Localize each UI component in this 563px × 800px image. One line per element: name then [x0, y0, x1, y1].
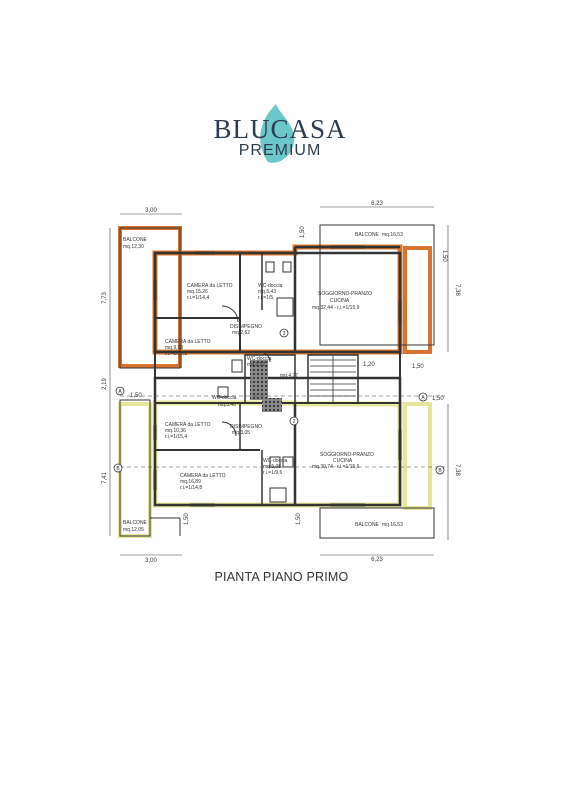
dim-150-bottom-left: 1,50: [184, 513, 190, 525]
living-1-sub: CUCINA: [330, 298, 350, 304]
hall-2-name: DISIMPEGNO: [230, 424, 262, 430]
hall-2-area: mq.3,05: [232, 430, 250, 436]
balcony-tl-area: mq.12,30: [123, 244, 144, 250]
dimension-labels: 3,00 6,23 3,00 6,23 7,73 2,19 7,41 7,38 …: [102, 201, 460, 564]
wc-1-name: WC-doccia: [258, 283, 283, 289]
logo-brand-text: BLUCASA: [213, 114, 347, 144]
wc-1-area: mq.5,43: [258, 289, 276, 295]
bedroom-3-area: mq.10,36: [165, 428, 186, 434]
dim-150-top-right: 1,50: [441, 250, 447, 262]
bedroom-3-name: CAMERA da LETTO: [165, 422, 211, 428]
wc-4-area: mq.5,08: [263, 464, 281, 470]
walls: [119, 224, 435, 539]
living-2-area: mq.30,74 - r.i.=1/15,6: [312, 464, 360, 470]
living-2-sub: CUCINA: [333, 458, 353, 464]
wc-1-ratio: r.i.=1/5,: [258, 295, 275, 301]
marker-a-left: A: [118, 389, 122, 395]
hall-1-name: DISIMPEGNO: [230, 324, 262, 330]
wc-4-name: WC-doccia: [263, 458, 288, 464]
balcony-tl-name: BALCONE: [123, 237, 148, 243]
room-labels: BALCONE mq.12,30 BALCONE mq.16,53 CAMERA…: [123, 232, 403, 533]
living-1-name: SOGGIORNO-PRANZO: [318, 291, 372, 297]
dim-bottom-right: 6,23: [371, 557, 383, 563]
dimension-lines: [109, 206, 449, 556]
marker-a-right: A: [421, 395, 425, 401]
dim-150-top-left: 1,50: [300, 226, 306, 238]
logo-leaf-icon: [260, 104, 295, 163]
bedroom-1-name: CAMERA da LETTO: [187, 283, 233, 289]
brand-logo: BLUCASA PREMIUM: [190, 100, 370, 170]
bedroom-4-area: mq.16,89: [180, 479, 201, 485]
dim-left-upper: 7,73: [102, 292, 108, 304]
staircase: [310, 356, 356, 402]
bedroom-2-area: mq.9,93: [165, 345, 183, 351]
bedroom-3-ratio: r.i.=1/15,4: [165, 434, 187, 440]
balcony-tr-area: mq.16,53: [382, 232, 403, 238]
wc-2-name: WC-doccia: [247, 356, 272, 362]
dim-top-right: 6,23: [371, 201, 383, 207]
wc-3-name: WC-doccia: [212, 395, 237, 401]
wc-2-area: mq.3,52: [247, 362, 265, 368]
dim-right-lower: 7,38: [454, 464, 460, 476]
stair-area: mq.4,27: [280, 373, 298, 379]
fixtures: [217, 261, 294, 503]
logo-sub-text: PREMIUM: [238, 142, 322, 159]
dim-150-right: 1,50: [412, 364, 424, 370]
bedroom-1-area: mq.15,26: [187, 289, 208, 295]
marker-b-left: B: [116, 466, 120, 472]
living-2-name: SOGGIORNO-PRANZO: [320, 452, 374, 458]
hall-1-area: mq.2,62: [232, 330, 250, 336]
marker-b-right: B: [438, 468, 442, 474]
wc-3-area: mq.3,40: [218, 402, 236, 408]
dim-left-mid: 2,19: [102, 378, 108, 390]
balcony-br-name: BALCONE: [355, 522, 380, 528]
plan-title: PIANTA PIANO PRIMO: [214, 570, 349, 584]
dim-top-left: 3,00: [145, 208, 157, 214]
dim-150-mid-right: 1,50: [432, 396, 444, 402]
service-shafts: [250, 360, 282, 412]
balcony-bl-area: mq.12,05: [123, 527, 144, 533]
dim-120: 1,20: [363, 362, 375, 368]
bedroom-2-ratio: r.i.=1/15,2: [165, 351, 187, 357]
marker-3: 3: [283, 331, 286, 337]
living-1-area: mq.32,44 - r.i.=1/15,9: [312, 305, 360, 311]
section-markers: [113, 328, 445, 475]
dim-150-bottom-right: 1,50: [296, 513, 302, 525]
balcony-br-area: mq.16,53: [382, 522, 403, 528]
dim-bottom-left: 3,00: [145, 558, 157, 564]
bedroom-1-ratio: r.i.=1/14,4: [187, 295, 209, 301]
bedroom-4-ratio: r.i.=1/14,8: [180, 485, 202, 491]
bedroom-4-name: CAMERA da LETTO: [180, 473, 226, 479]
bedroom-2-name: CAMERA da LETTO: [165, 339, 211, 345]
balcony-tr-name: BALCONE: [355, 232, 380, 238]
marker-2: 2: [293, 419, 296, 425]
balcony-bl-name: BALCONE: [123, 520, 148, 526]
windows: [153, 245, 402, 507]
wc-4-ratio: r.i.=1/9,6: [263, 470, 283, 476]
dim-right-upper: 7,38: [454, 284, 460, 296]
dim-left-lower: 7,41: [102, 472, 108, 484]
dim-150-mid-left: 1,50: [130, 393, 142, 399]
